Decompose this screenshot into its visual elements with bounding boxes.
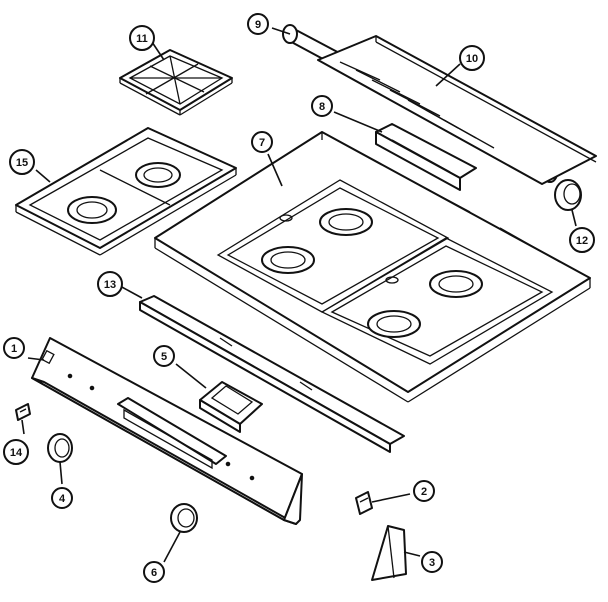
svg-text:1: 1 bbox=[11, 343, 17, 355]
svg-text:12: 12 bbox=[576, 235, 588, 247]
control-panel bbox=[31, 337, 303, 525]
callout-6: 6 bbox=[143, 561, 165, 583]
leader-lines bbox=[21, 27, 577, 563]
control-knob bbox=[47, 433, 73, 463]
burner-grate bbox=[119, 49, 233, 116]
callout-2: 2 bbox=[413, 480, 435, 502]
svg-text:2: 2 bbox=[421, 486, 427, 498]
callout-5: 5 bbox=[153, 345, 175, 367]
support-rail bbox=[139, 295, 405, 453]
main-cooktop bbox=[154, 131, 591, 403]
svg-text:5: 5 bbox=[161, 351, 167, 363]
svg-text:14: 14 bbox=[10, 447, 23, 459]
clock-display bbox=[199, 381, 263, 433]
bracket bbox=[375, 123, 477, 191]
callout-14: 14 bbox=[3, 439, 29, 465]
svg-text:3: 3 bbox=[429, 557, 435, 569]
callout-7: 7 bbox=[251, 131, 273, 153]
callout-12: 12 bbox=[569, 227, 595, 253]
svg-text:15: 15 bbox=[16, 157, 28, 169]
small-bracket bbox=[355, 491, 373, 515]
callout-9: 9 bbox=[247, 13, 269, 35]
svg-text:11: 11 bbox=[136, 33, 148, 45]
control-knob-lower bbox=[170, 503, 198, 533]
callout-13: 13 bbox=[97, 271, 123, 297]
svg-text:8: 8 bbox=[319, 101, 325, 113]
svg-text:4: 4 bbox=[59, 493, 66, 505]
callout-10: 10 bbox=[459, 45, 485, 71]
svg-text:6: 6 bbox=[151, 567, 157, 579]
small-clip bbox=[15, 403, 31, 421]
callout-8: 8 bbox=[311, 95, 333, 117]
callout-1: 1 bbox=[3, 337, 25, 359]
small-cooktop-tray bbox=[15, 127, 237, 256]
side-trim bbox=[371, 525, 407, 581]
svg-text:10: 10 bbox=[466, 53, 478, 65]
svg-text:9: 9 bbox=[255, 19, 261, 31]
svg-text:7: 7 bbox=[259, 137, 265, 149]
vent-panel bbox=[317, 35, 597, 185]
callout-3: 3 bbox=[421, 551, 443, 573]
end-cap bbox=[554, 179, 582, 211]
callout-15: 15 bbox=[9, 149, 35, 175]
callout-4: 4 bbox=[51, 487, 73, 509]
callout-11: 11 bbox=[129, 25, 155, 51]
svg-text:13: 13 bbox=[104, 279, 116, 291]
